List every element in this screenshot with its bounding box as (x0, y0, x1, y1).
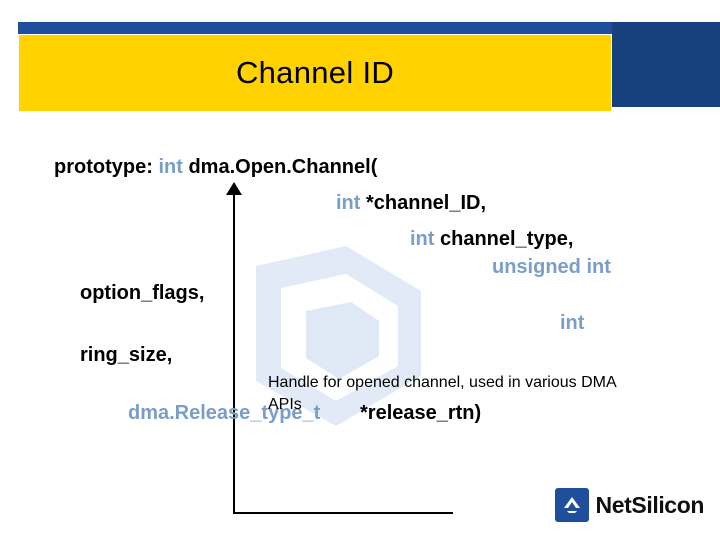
prototype-keyword-int-2: int (336, 192, 361, 214)
title-banner-white-edge (0, 22, 18, 107)
prototype-line-1: prototype: int dma.Open.Channel( (54, 156, 377, 179)
prototype-keyword-int-1: int (158, 156, 183, 178)
netsilicon-logo-icon (554, 488, 589, 522)
footer-logo: NetSilicon (554, 488, 705, 522)
prototype-function-name: dma.Open.Channel( (188, 156, 378, 178)
prototype-keyword-int-4: int (560, 312, 585, 334)
prototype-line-2: int *channel_ID, (336, 192, 486, 215)
callout-text: Handle for opened channel, used in vario… (268, 374, 616, 413)
prototype-label: prototype: (54, 156, 153, 178)
prototype-keyword-unsigned-int: unsigned int (492, 256, 611, 278)
prototype-keyword-int-3: int (410, 228, 435, 250)
callout-arrow-shaft (233, 190, 235, 512)
page-title: Channel ID (235, 55, 395, 90)
title-box (18, 34, 612, 112)
title-banner-blue-dark (612, 22, 720, 107)
callout-arrow-head (226, 182, 242, 195)
callout-arrow-base (233, 512, 453, 514)
prototype-param-channel-type: channel_type, (440, 228, 574, 250)
footer-brand-name: NetSilicon (595, 491, 705, 518)
prototype-param-release-rtn: *release_rtn) (360, 402, 482, 424)
prototype-line-3: int channel_type, (410, 228, 573, 251)
prototype-block: prototype: int dma.Open.Channel( int *ch… (0, 140, 720, 514)
prototype-param-ring-size: ring_size, (80, 344, 173, 366)
prototype-keyword-release-type: dma.Release_type_t (128, 402, 321, 424)
prototype-param-option-flags: option_flags, (80, 282, 205, 304)
prototype-param-channel-id: *channel_ID, (366, 192, 487, 214)
